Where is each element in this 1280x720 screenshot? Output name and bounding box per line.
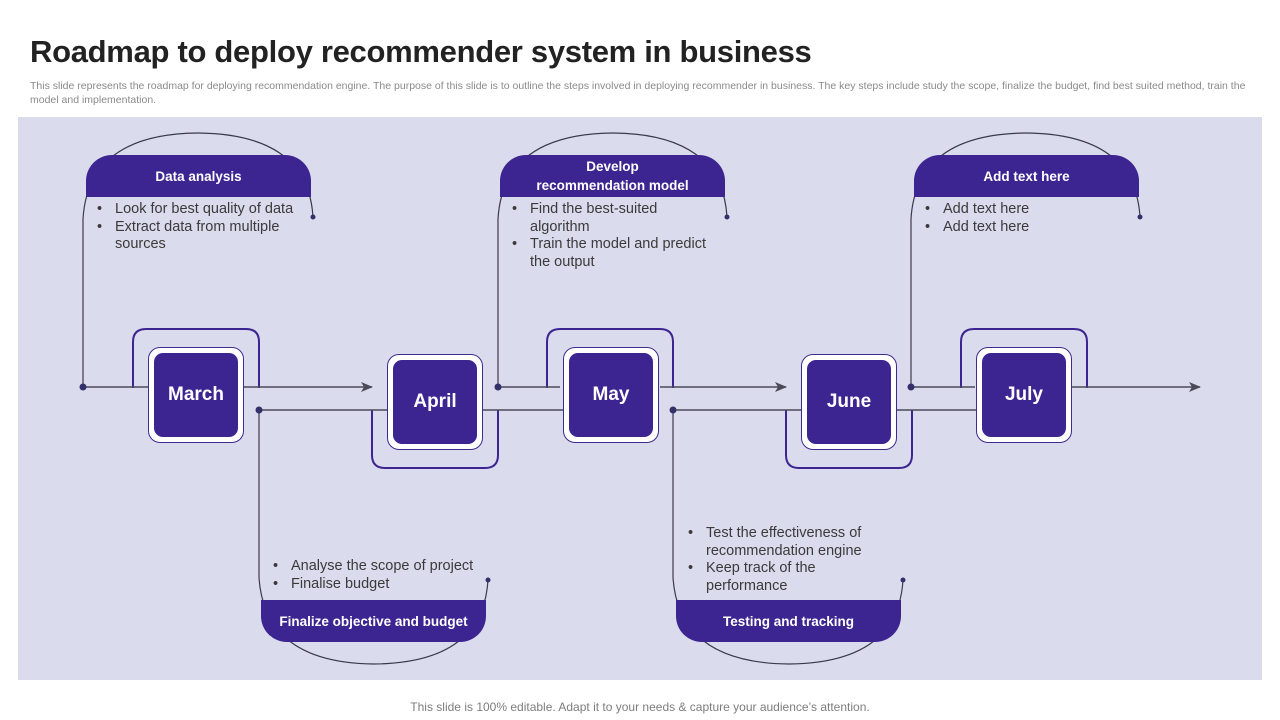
july-frame xyxy=(960,328,1088,388)
month-tile-june: June xyxy=(801,354,897,450)
page-title: Roadmap to deploy recommender system in … xyxy=(30,34,812,69)
footer-note: This slide is 100% editable. Adapt it to… xyxy=(410,700,870,714)
list-item: Find the best-suited algorithm xyxy=(510,201,710,236)
step-title-develop-model-text: Develop recommendation model xyxy=(536,159,689,193)
may-frame xyxy=(546,328,674,388)
month-label-june: June xyxy=(807,360,891,444)
step-bullets-add-text: Add text here Add text here xyxy=(923,201,1133,236)
list-item: Keep track of the performance xyxy=(686,560,886,595)
june-frame xyxy=(785,410,913,469)
month-label-may: May xyxy=(569,353,653,437)
list-item: Look for best quality of data xyxy=(95,201,315,219)
list-item: Add text here xyxy=(923,201,1133,219)
page-subtitle: This slide represents the roadmap for de… xyxy=(30,80,1246,106)
step-bullets-data-analysis: Look for best quality of data Extract da… xyxy=(95,201,315,254)
step-title-finalize: Finalize objective and budget xyxy=(261,600,486,642)
list-item: Train the model and predict the output xyxy=(510,236,710,271)
list-item: Finalise budget xyxy=(271,576,491,594)
month-tile-march: March xyxy=(148,347,244,443)
month-label-march: March xyxy=(154,353,238,437)
list-item: Extract data from multiple sources xyxy=(95,219,315,254)
month-label-april: April xyxy=(393,360,477,444)
list-item: Add text here xyxy=(923,219,1133,237)
step-title-develop-model: Develop recommendation model xyxy=(500,155,725,197)
step-title-data-analysis: Data analysis xyxy=(86,155,311,197)
step-bullets-develop-model: Find the best-suited algorithm Train the… xyxy=(510,201,710,271)
march-frame xyxy=(132,328,260,388)
step-title-testing: Testing and tracking xyxy=(676,600,901,642)
month-label-july: July xyxy=(982,353,1066,437)
step-bullets-finalize: Analyse the scope of project Finalise bu… xyxy=(271,558,491,593)
list-item: Analyse the scope of project xyxy=(271,558,491,576)
month-tile-april: April xyxy=(387,354,483,450)
month-tile-may: May xyxy=(563,347,659,443)
step-bullets-testing: Test the effectiveness of recommendation… xyxy=(686,525,886,595)
month-tile-july: July xyxy=(976,347,1072,443)
step-title-add-text: Add text here xyxy=(914,155,1139,197)
april-frame xyxy=(371,410,499,469)
list-item: Test the effectiveness of recommendation… xyxy=(686,525,886,560)
